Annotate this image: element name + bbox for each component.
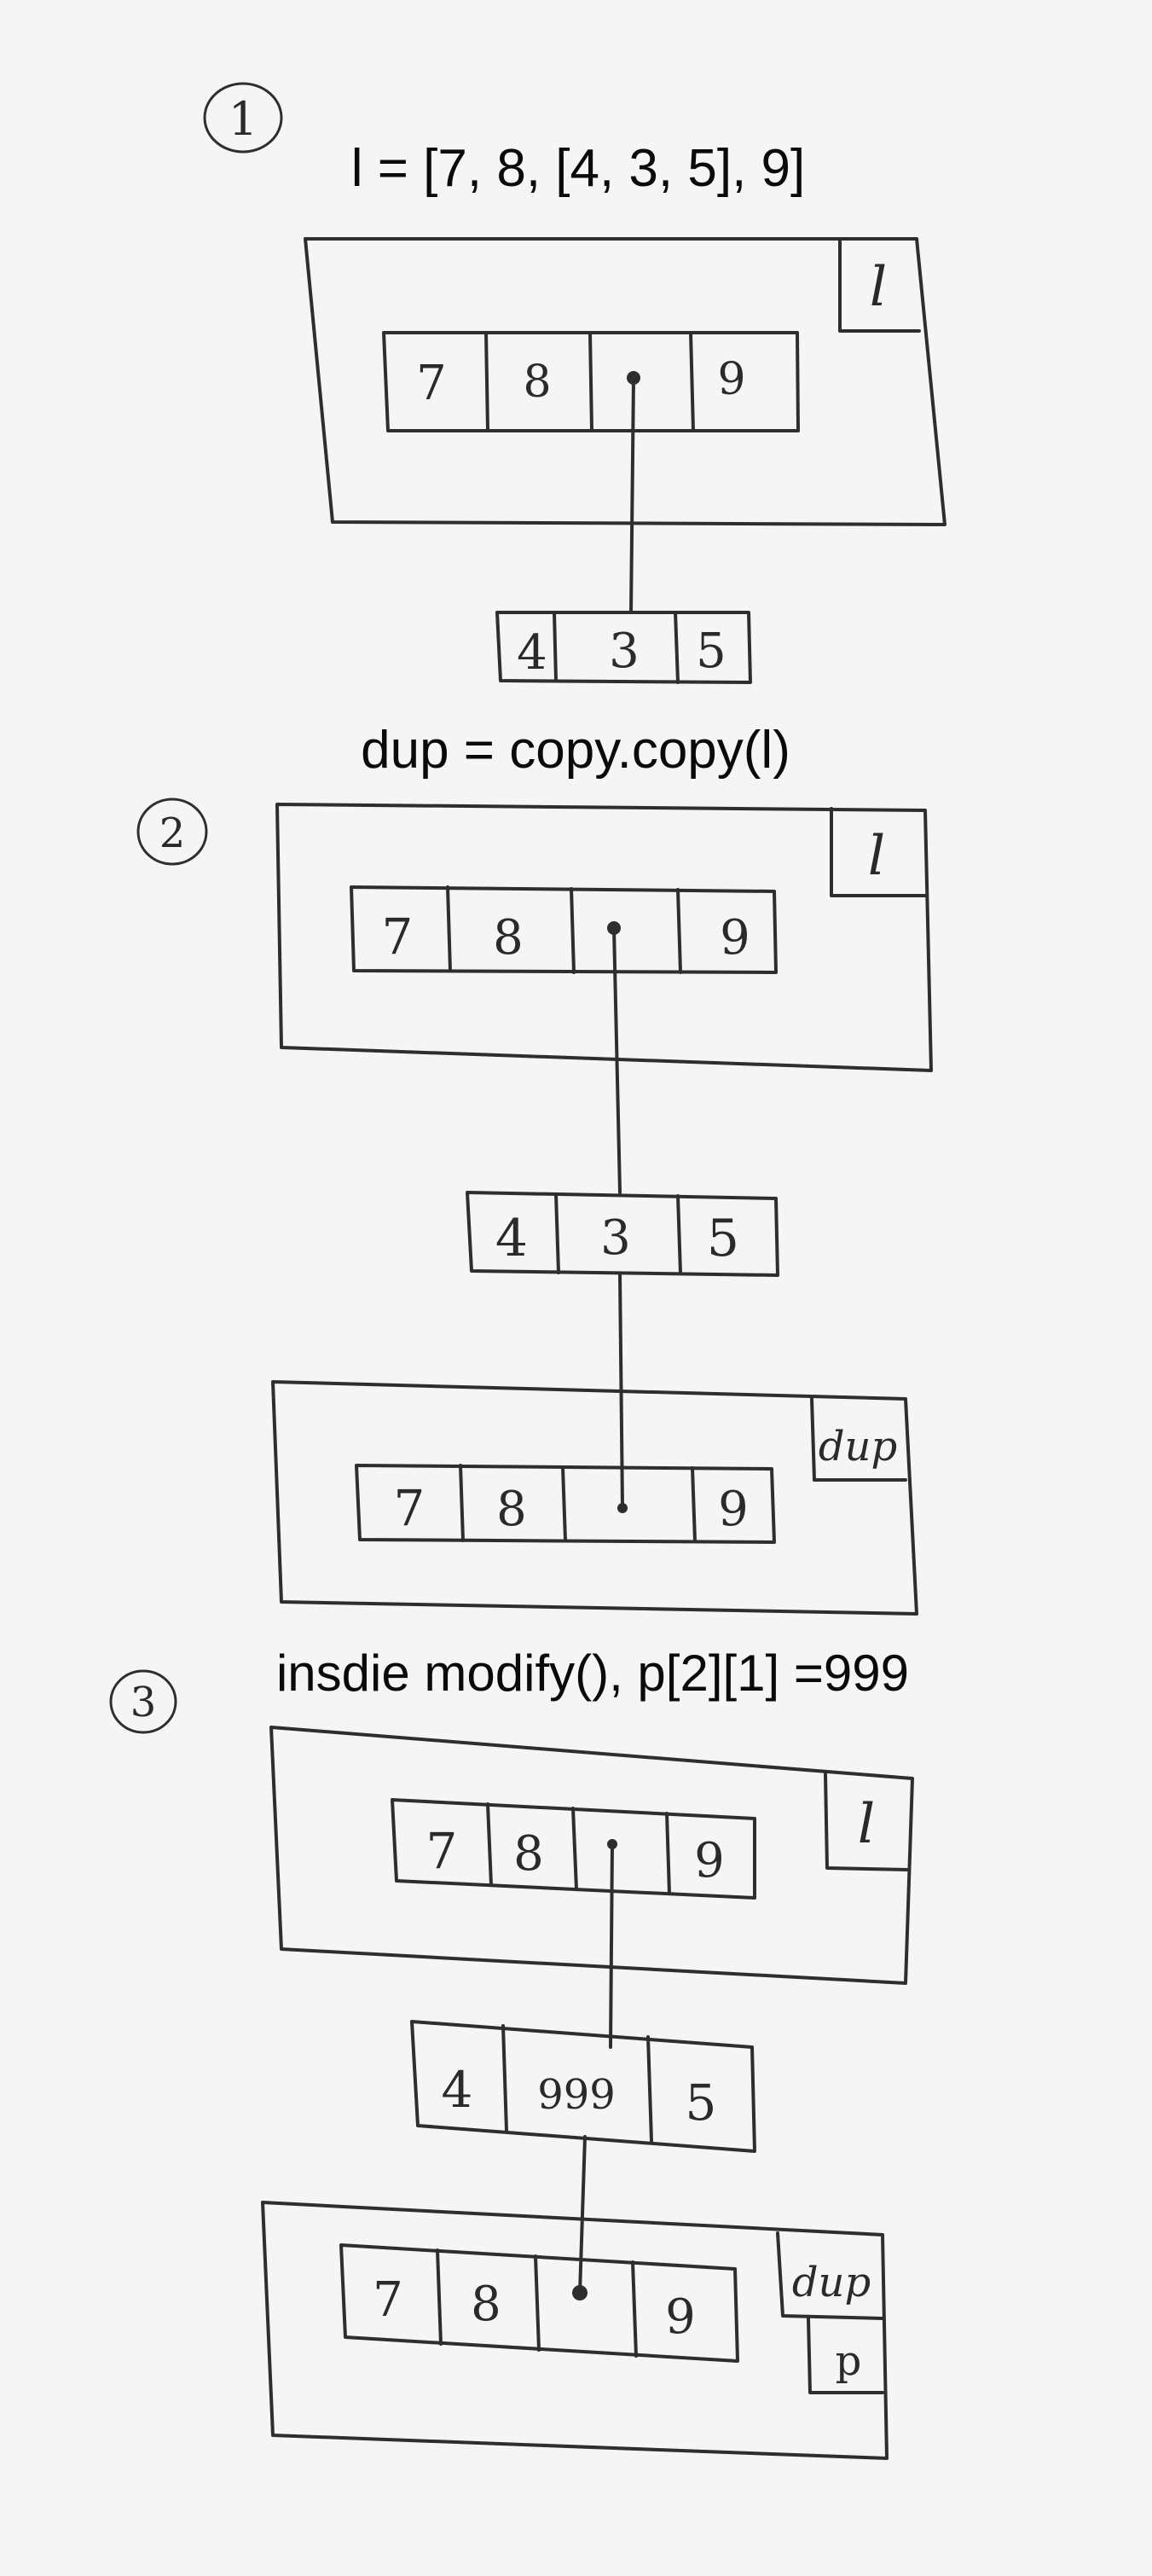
step-1-marker: 1 <box>229 92 258 146</box>
step-2-dup-cell-1: 8 <box>496 1482 527 1537</box>
step-3-inner-list <box>410 2020 756 2153</box>
step-3-list-l-frame <box>269 1726 914 1985</box>
step-1-ref-line <box>629 376 635 614</box>
step-2-list-dup-label: dup <box>819 1423 897 1471</box>
step-3-list-p-label: p <box>836 2337 862 2385</box>
step-1-marker-circle <box>203 82 283 154</box>
step-2-list-l-label: l <box>868 825 885 888</box>
step-3-dup-cell-3: 9 <box>665 2289 696 2345</box>
step-3-marker-circle <box>109 1669 177 1734</box>
step-2-inner-1: 3 <box>600 1210 631 1266</box>
step-3-list-dup-frame <box>261 2201 889 2460</box>
step-1-list-l-cells <box>382 331 800 432</box>
step-3-list-l-label-box <box>824 1772 910 1871</box>
step-2-dup-cell-0: 7 <box>394 1479 425 1537</box>
step-2-inner-0: 4 <box>495 1209 528 1268</box>
step-2-dup-cell-3: 9 <box>718 1482 749 1537</box>
step-2-cell-1: 8 <box>493 910 524 966</box>
step-3-ref-dot-dup <box>572 2285 588 2300</box>
step-2: 2 dup = copy.copy(l) l 7 8 9 4 3 5 dup <box>136 721 933 1616</box>
step-1-inner-list <box>495 611 752 684</box>
step-3-cell-0: 7 <box>426 1822 458 1880</box>
step-2-cell-3: 9 <box>720 910 750 966</box>
step-3-inner-0: 4 <box>442 2061 473 2119</box>
step-2-list-l-frame <box>275 803 933 1072</box>
step-3-marker: 3 <box>130 1679 157 1726</box>
step-1-cell-3: 9 <box>717 354 745 405</box>
step-3-cell-1: 8 <box>513 1826 544 1882</box>
step-3-ref-line-l <box>609 1842 614 2049</box>
step-3-list-dup-cells <box>339 2243 739 2363</box>
step-2-ref-line-l <box>612 926 622 1194</box>
step-1-inner-2: 5 <box>696 624 727 679</box>
step-3-list-dup-label: dup <box>792 2259 871 2306</box>
step-3-dup-cell-0: 7 <box>373 2272 403 2328</box>
step-3-dup-cell-1: 8 <box>471 2277 501 2332</box>
step-3-list-l-label: l <box>858 1793 875 1856</box>
step-2-list-dup-frame <box>271 1380 918 1616</box>
step-1-inner-0: 4 <box>517 625 547 681</box>
step-2-marker: 2 <box>159 809 186 857</box>
step-2-ref-dot-dup <box>617 1503 628 1513</box>
step-2-list-l-cells <box>350 885 778 974</box>
step-1-list-l-label-box <box>838 237 921 333</box>
step-3-list-l-cells <box>391 1798 756 1900</box>
step-3-inner-1: 999 <box>537 2071 616 2119</box>
step-3-caption: insdie modify(), p[2][1] =999 <box>276 1645 909 1702</box>
step-3-cell-3: 9 <box>694 1833 725 1888</box>
step-3-list-p-label-box <box>807 2317 884 2394</box>
step-2-caption: dup = copy.copy(l) <box>361 721 790 780</box>
step-2-cell-0: 7 <box>382 908 414 966</box>
step-2-list-dup-cells <box>355 1464 776 1544</box>
step-1-cell-0: 7 <box>416 356 447 411</box>
step-1-inner-1: 3 <box>609 624 640 679</box>
step-2-list-dup-label-box <box>810 1397 907 1482</box>
step-1-list-l-frame <box>304 237 946 526</box>
step-1-list-l-label: l <box>870 256 887 319</box>
step-3: 3 insdie modify(), p[2][1] =999 l 7 8 9 … <box>109 1645 914 2460</box>
step-2-marker-circle <box>136 798 208 866</box>
step-1-cell-1: 8 <box>523 357 551 408</box>
step-2-inner-2: 5 <box>707 1209 739 1268</box>
step-2-inner-list <box>466 1191 779 1277</box>
step-2-list-l-label-box <box>830 807 927 897</box>
step-1: 1 l = [7, 8, [4, 3, 5], 9] l 7 8 9 4 3 5 <box>203 82 946 684</box>
step-1-caption: l = [7, 8, [4, 3, 5], 9] <box>351 139 805 198</box>
step-3-ref-line-dup <box>578 2135 587 2295</box>
step-3-list-dup-label-box <box>776 2231 884 2320</box>
step-3-inner-2: 5 <box>686 2074 717 2132</box>
